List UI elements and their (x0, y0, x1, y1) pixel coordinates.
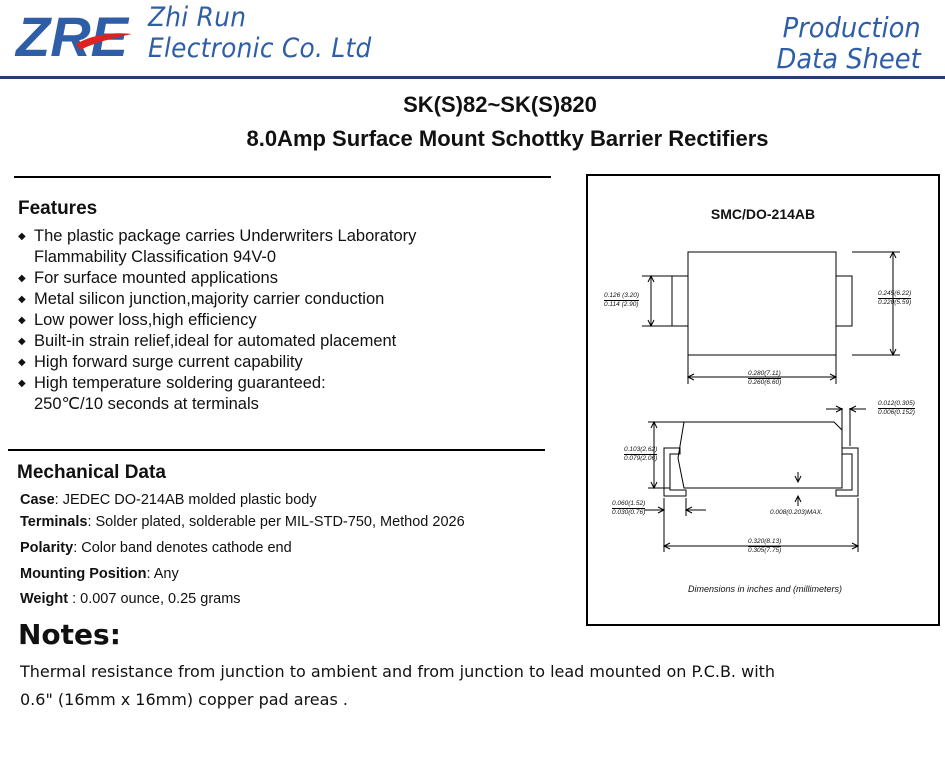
features-divider (14, 176, 551, 178)
right-lead-side-view (835, 447, 859, 497)
mechanical-heading: Mechanical Data (17, 462, 166, 483)
dim-profile-height: 0.103(2.62)0.079(2.06) (624, 446, 658, 462)
part-subtitle: 8.0Amp Surface Mount Schottky Barrier Re… (246, 126, 769, 151)
notes-text: Thermal resistance from junction to ambi… (20, 662, 776, 709)
arrow-bullet-icon: ◆ (18, 294, 26, 305)
notes-heading: Notes: (18, 618, 121, 651)
datasheet-line1: Production (782, 11, 921, 44)
package-title: SMC/DO-214AB (710, 206, 816, 222)
mech-row-polarity: Polarity: Color band denotes cathode end (20, 540, 292, 556)
body-side-view (677, 421, 843, 489)
header-divider (0, 76, 945, 79)
arrow-bullet-icon: ◆ (18, 357, 26, 368)
dim-lead-thickness: 0.012(0.305)0.006(0.152) (878, 400, 915, 416)
datasheet-line2: Data Sheet (776, 42, 921, 75)
arrow-bullet-icon: ◆ (18, 231, 26, 242)
datasheet-title: Production Data Sheet (777, 12, 921, 74)
logo-swoosh-icon (76, 33, 132, 50)
dim-lead-height: 0.126 (3.20)0.114 (2.90) (604, 292, 640, 308)
dim-foot-length: 0.060(1.52)0.030(0.76) (612, 500, 646, 516)
mech-row-terminals: Terminals: Solder plated, solderable per… (20, 514, 465, 530)
company-name: Zhi Run Electronic Co. Ltd (148, 2, 372, 64)
company-logo: ZRE (14, 5, 132, 66)
left-lead-top-view (671, 275, 689, 327)
mech-row-case: Case: JEDEC DO-214AB molded plastic body (20, 492, 317, 508)
list-item: ◆The plastic package carries Underwriter… (18, 227, 417, 245)
dim-standoff: 0.008(0.203)MAX. (770, 509, 823, 516)
list-item: ◆Built-in strain relief,ideal for automa… (18, 332, 397, 350)
arrow-bullet-icon: ◆ (18, 378, 26, 389)
dim-body-width: 0.280(7.11)0.260(6.60) (748, 370, 782, 386)
list-item: 250℃/10 seconds at terminals (34, 395, 259, 413)
arrow-bullet-icon: ◆ (18, 273, 26, 284)
mech-row-mounting: Mounting Position: Any (20, 566, 179, 582)
dim-body-height: 0.245(6.22)0.220(5.59) (878, 290, 912, 306)
arrow-bullet-icon: ◆ (18, 336, 26, 347)
features-heading: Features (18, 198, 98, 219)
body-top-view (687, 251, 837, 356)
company-line2: Electronic Co. Ltd (148, 33, 372, 64)
list-item: ◆For surface mounted applications (18, 269, 278, 287)
features-list: ◆The plastic package carries Underwriter… (18, 226, 558, 415)
mechanical-divider (8, 449, 545, 451)
list-item: Flammability Classification 94V-0 (34, 248, 277, 266)
dimensions-caption: Dimensions in inches and (millimeters) (687, 584, 843, 594)
dim-overall-length: 0.320(8.13)0.305(7.75) (748, 538, 782, 554)
list-item: ◆High temperature soldering guaranteed: (18, 374, 326, 392)
list-item: ◆Metal silicon junction,majority carrier… (18, 290, 385, 308)
left-lead-side-view (663, 447, 687, 497)
list-item: ◆Low power loss,high efficiency (18, 311, 257, 329)
package-drawing: SMC/DO-214AB (586, 174, 940, 626)
arrow-bullet-icon: ◆ (18, 315, 26, 326)
part-number-title: SK(S)82~SK(S)820 (403, 92, 597, 117)
company-line1: Zhi Run (148, 2, 247, 33)
list-item: ◆High forward surge current capability (18, 353, 303, 371)
mech-row-weight: Weight : 0.007 ounce, 0.25 grams (20, 591, 241, 607)
right-lead-top-view (835, 275, 853, 327)
